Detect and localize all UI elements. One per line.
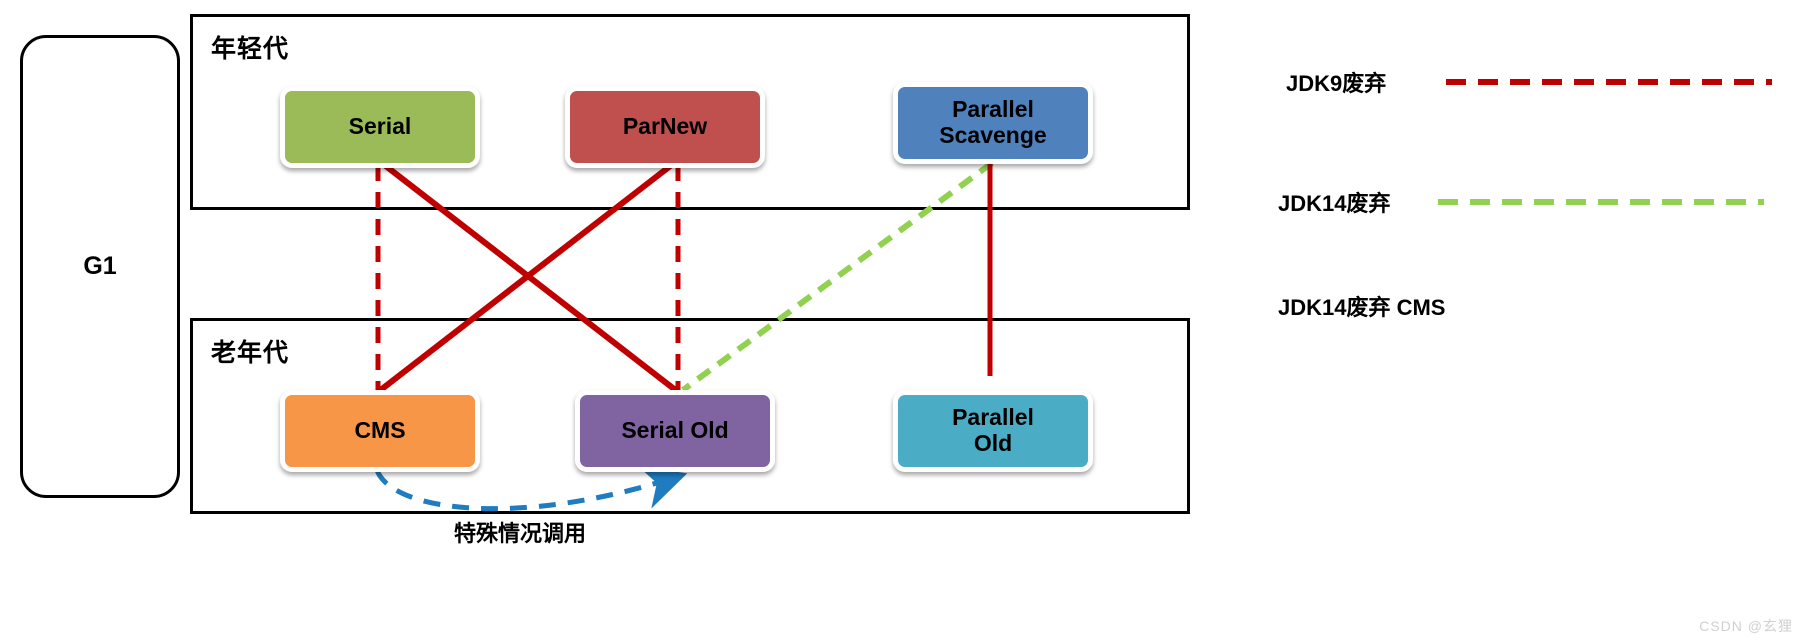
collector-card-serial[interactable]: Serial bbox=[280, 86, 480, 168]
old-generation-container: 老年代 bbox=[190, 318, 1190, 514]
collector-card-parallel-old-label: Parallel Old bbox=[952, 404, 1034, 457]
watermark: CSDN @玄狸 bbox=[1699, 618, 1793, 634]
g1-collector-box: G1 bbox=[20, 35, 180, 498]
legend-swatch-green-dashed bbox=[1438, 199, 1764, 205]
special-case-caption: 特殊情况调用 bbox=[453, 521, 586, 546]
collector-card-parallel-scavenge[interactable]: Parallel Scavenge bbox=[893, 82, 1093, 164]
collector-card-parallel-old-line2: Old bbox=[973, 430, 1013, 456]
collector-card-parallel-old-line1: Parallel bbox=[952, 404, 1034, 431]
collector-card-serial-old-label: Serial Old bbox=[621, 417, 729, 444]
collector-card-cms-label: CMS bbox=[354, 417, 406, 444]
collector-card-parallel-scavenge-line2: Scavenge bbox=[939, 122, 1047, 148]
connector-cms-to-serial-old-special bbox=[374, 465, 688, 512]
young-generation-label: 年轻代 bbox=[211, 35, 290, 63]
collector-card-serial-label: Serial bbox=[348, 113, 412, 140]
legend: JDK9废弃 JDK14废弃 JDK14废弃 CMS bbox=[1278, 46, 1798, 320]
old-generation-label: 老年代 bbox=[211, 339, 290, 367]
legend-item-jdk14-label: JDK14废弃 bbox=[1278, 191, 1391, 216]
collector-card-serial-old[interactable]: Serial Old bbox=[575, 390, 775, 472]
legend-item-jdk14-cms: JDK14废弃 CMS bbox=[1278, 280, 1798, 332]
collector-card-parallel-scavenge-label: Parallel Scavenge bbox=[939, 96, 1047, 149]
legend-item-jdk9-label: JDK9废弃 bbox=[1286, 71, 1387, 96]
connector-parallel-scavenge-to-serial-old bbox=[681, 160, 994, 393]
collector-card-parnew-label: ParNew bbox=[622, 113, 708, 140]
legend-swatch-red-dashed bbox=[1446, 79, 1772, 85]
young-generation-container: 年轻代 bbox=[190, 14, 1190, 210]
collector-card-parallel-old[interactable]: Parallel Old bbox=[893, 390, 1093, 472]
g1-label: G1 bbox=[83, 252, 117, 280]
collector-card-cms[interactable]: CMS bbox=[280, 390, 480, 472]
legend-item-jdk9: JDK9废弃 bbox=[1278, 56, 1798, 108]
collector-card-parnew[interactable]: ParNew bbox=[565, 86, 765, 168]
legend-item-jdk14-cms-label: JDK14废弃 CMS bbox=[1278, 295, 1446, 320]
collector-card-parallel-scavenge-line1: Parallel bbox=[952, 96, 1034, 123]
legend-item-jdk14: JDK14废弃 bbox=[1278, 176, 1798, 228]
connector-parnew-to-cms bbox=[376, 157, 680, 395]
